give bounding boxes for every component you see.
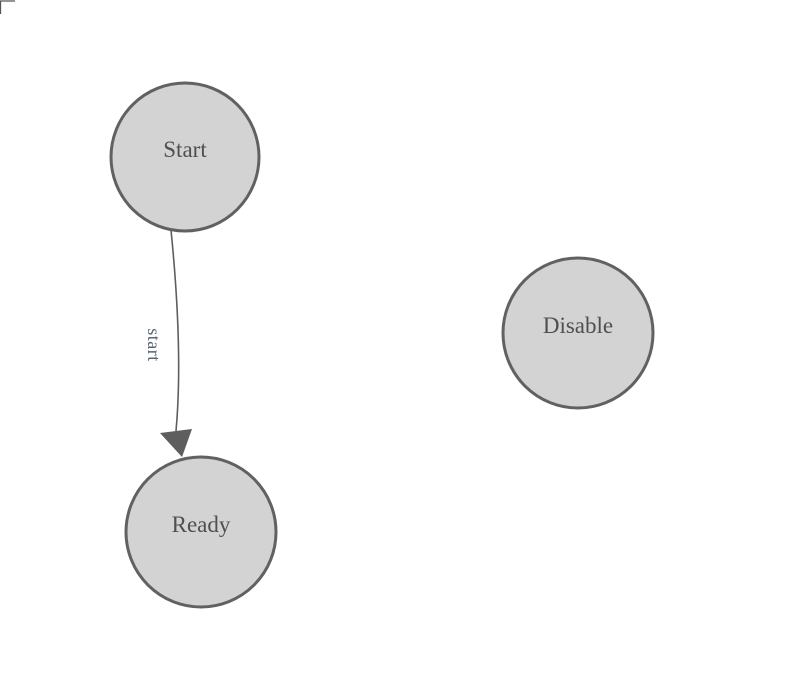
transition-start-to-ready[interactable]: start [144, 229, 192, 457]
state-node-ready[interactable]: Ready [124, 455, 278, 609]
state-circle[interactable] [109, 81, 261, 233]
state-label: Disable [543, 313, 613, 338]
state-label: Ready [172, 512, 231, 537]
state-node-disable[interactable]: Disable [501, 256, 655, 410]
state-circle[interactable] [501, 256, 655, 410]
edge-path[interactable] [170, 229, 180, 432]
canvas-origin-marker-icon [0, 0, 15, 14]
state-label: Start [163, 137, 207, 162]
arrowhead-icon [160, 429, 192, 457]
state-node-start[interactable]: Start [109, 81, 261, 233]
state-circle[interactable] [124, 455, 278, 609]
edge-label[interactable]: start [144, 328, 164, 362]
